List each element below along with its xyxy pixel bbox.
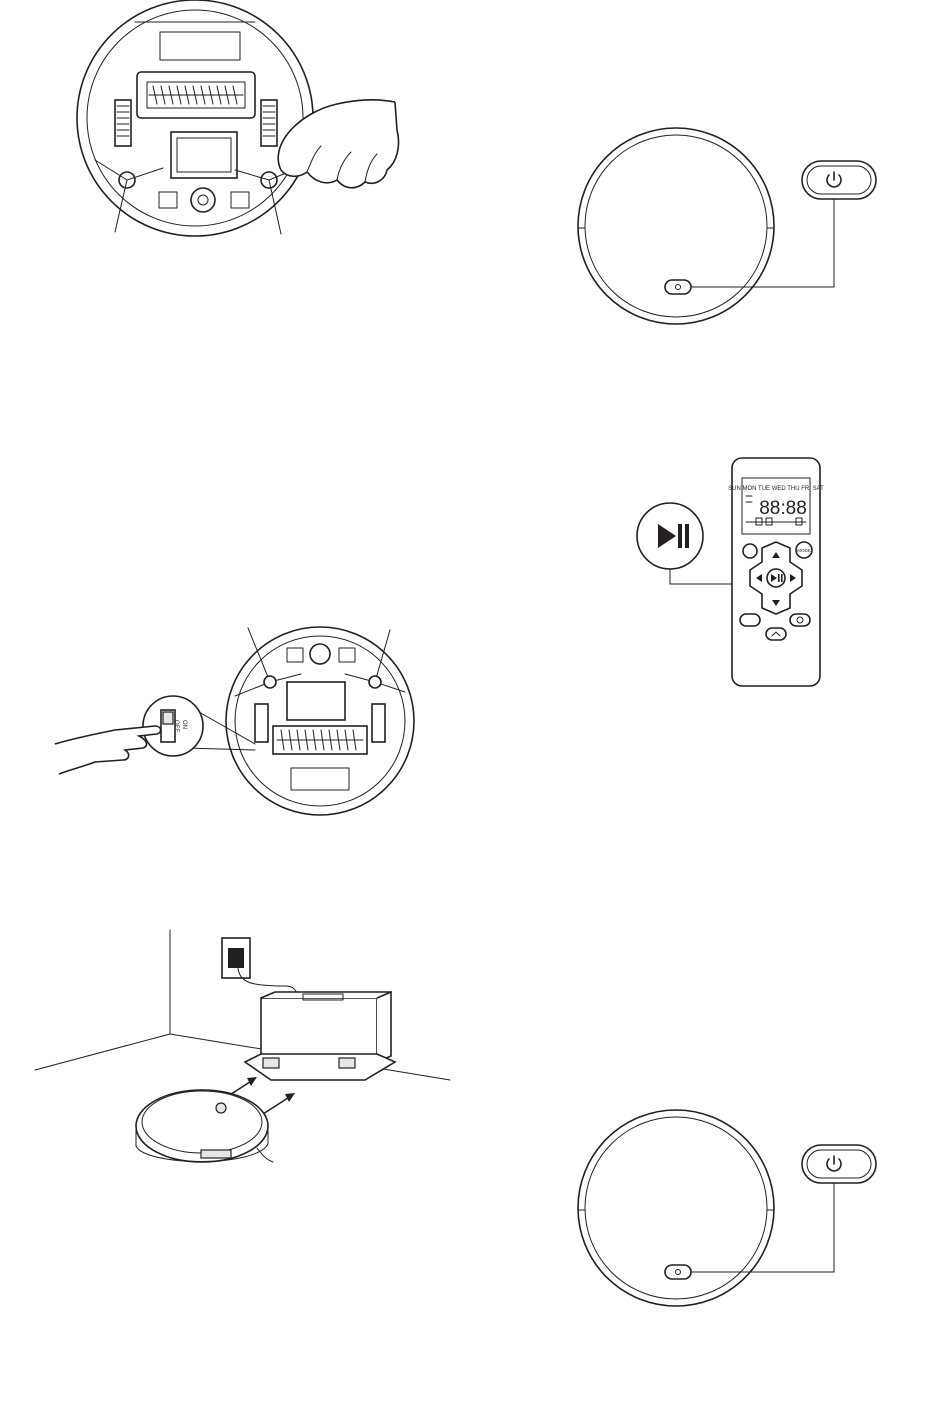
figure-power-button-top-2 bbox=[578, 1110, 883, 1310]
dustbin-label-area bbox=[291, 768, 349, 790]
lcd-time: 88:88 bbox=[759, 498, 807, 519]
right-wheel bbox=[261, 100, 277, 146]
power-button-callout bbox=[802, 1145, 876, 1183]
schedule-button[interactable] bbox=[790, 614, 810, 626]
pointing-hand-illustration bbox=[55, 726, 161, 774]
power-button bbox=[216, 1103, 226, 1113]
fan-button[interactable] bbox=[743, 544, 757, 558]
figure-power-button-top bbox=[578, 128, 883, 328]
spot-button[interactable] bbox=[740, 614, 760, 626]
right-wheel bbox=[372, 704, 385, 742]
callout-line bbox=[691, 1182, 834, 1272]
charging-contact-left bbox=[263, 1058, 279, 1068]
caster-wheel bbox=[310, 644, 330, 664]
switch-off-label: OFF bbox=[173, 720, 179, 732]
mode-button-label: MODE bbox=[797, 548, 811, 553]
left-wheel bbox=[255, 704, 268, 742]
battery-cover bbox=[287, 682, 345, 720]
lcd-days: SUN MON TUE WED THU FRI SAT bbox=[728, 486, 824, 492]
figure-remote-control: SUN MON TUE WED THU FRI SAT 88:88 MODE bbox=[636, 456, 826, 688]
figure-power-switch: ON OFF bbox=[55, 626, 440, 816]
power-button[interactable] bbox=[665, 280, 691, 294]
charging-contact-right bbox=[339, 1058, 355, 1068]
approach-arrow-2 bbox=[263, 1096, 291, 1114]
caster-wheel bbox=[191, 188, 215, 212]
figure-side-brush-install bbox=[75, 0, 415, 245]
power-button[interactable] bbox=[665, 1265, 691, 1279]
power-button-callout bbox=[802, 161, 876, 199]
power-adapter bbox=[228, 948, 244, 968]
dustbin-label-area bbox=[160, 32, 240, 60]
switch-on-label: ON bbox=[181, 720, 187, 729]
battery-cover bbox=[171, 132, 237, 178]
left-wheel bbox=[115, 100, 131, 146]
dock-body bbox=[261, 998, 377, 1062]
home-button[interactable] bbox=[766, 628, 786, 640]
figure-charging-dock bbox=[35, 930, 455, 1175]
